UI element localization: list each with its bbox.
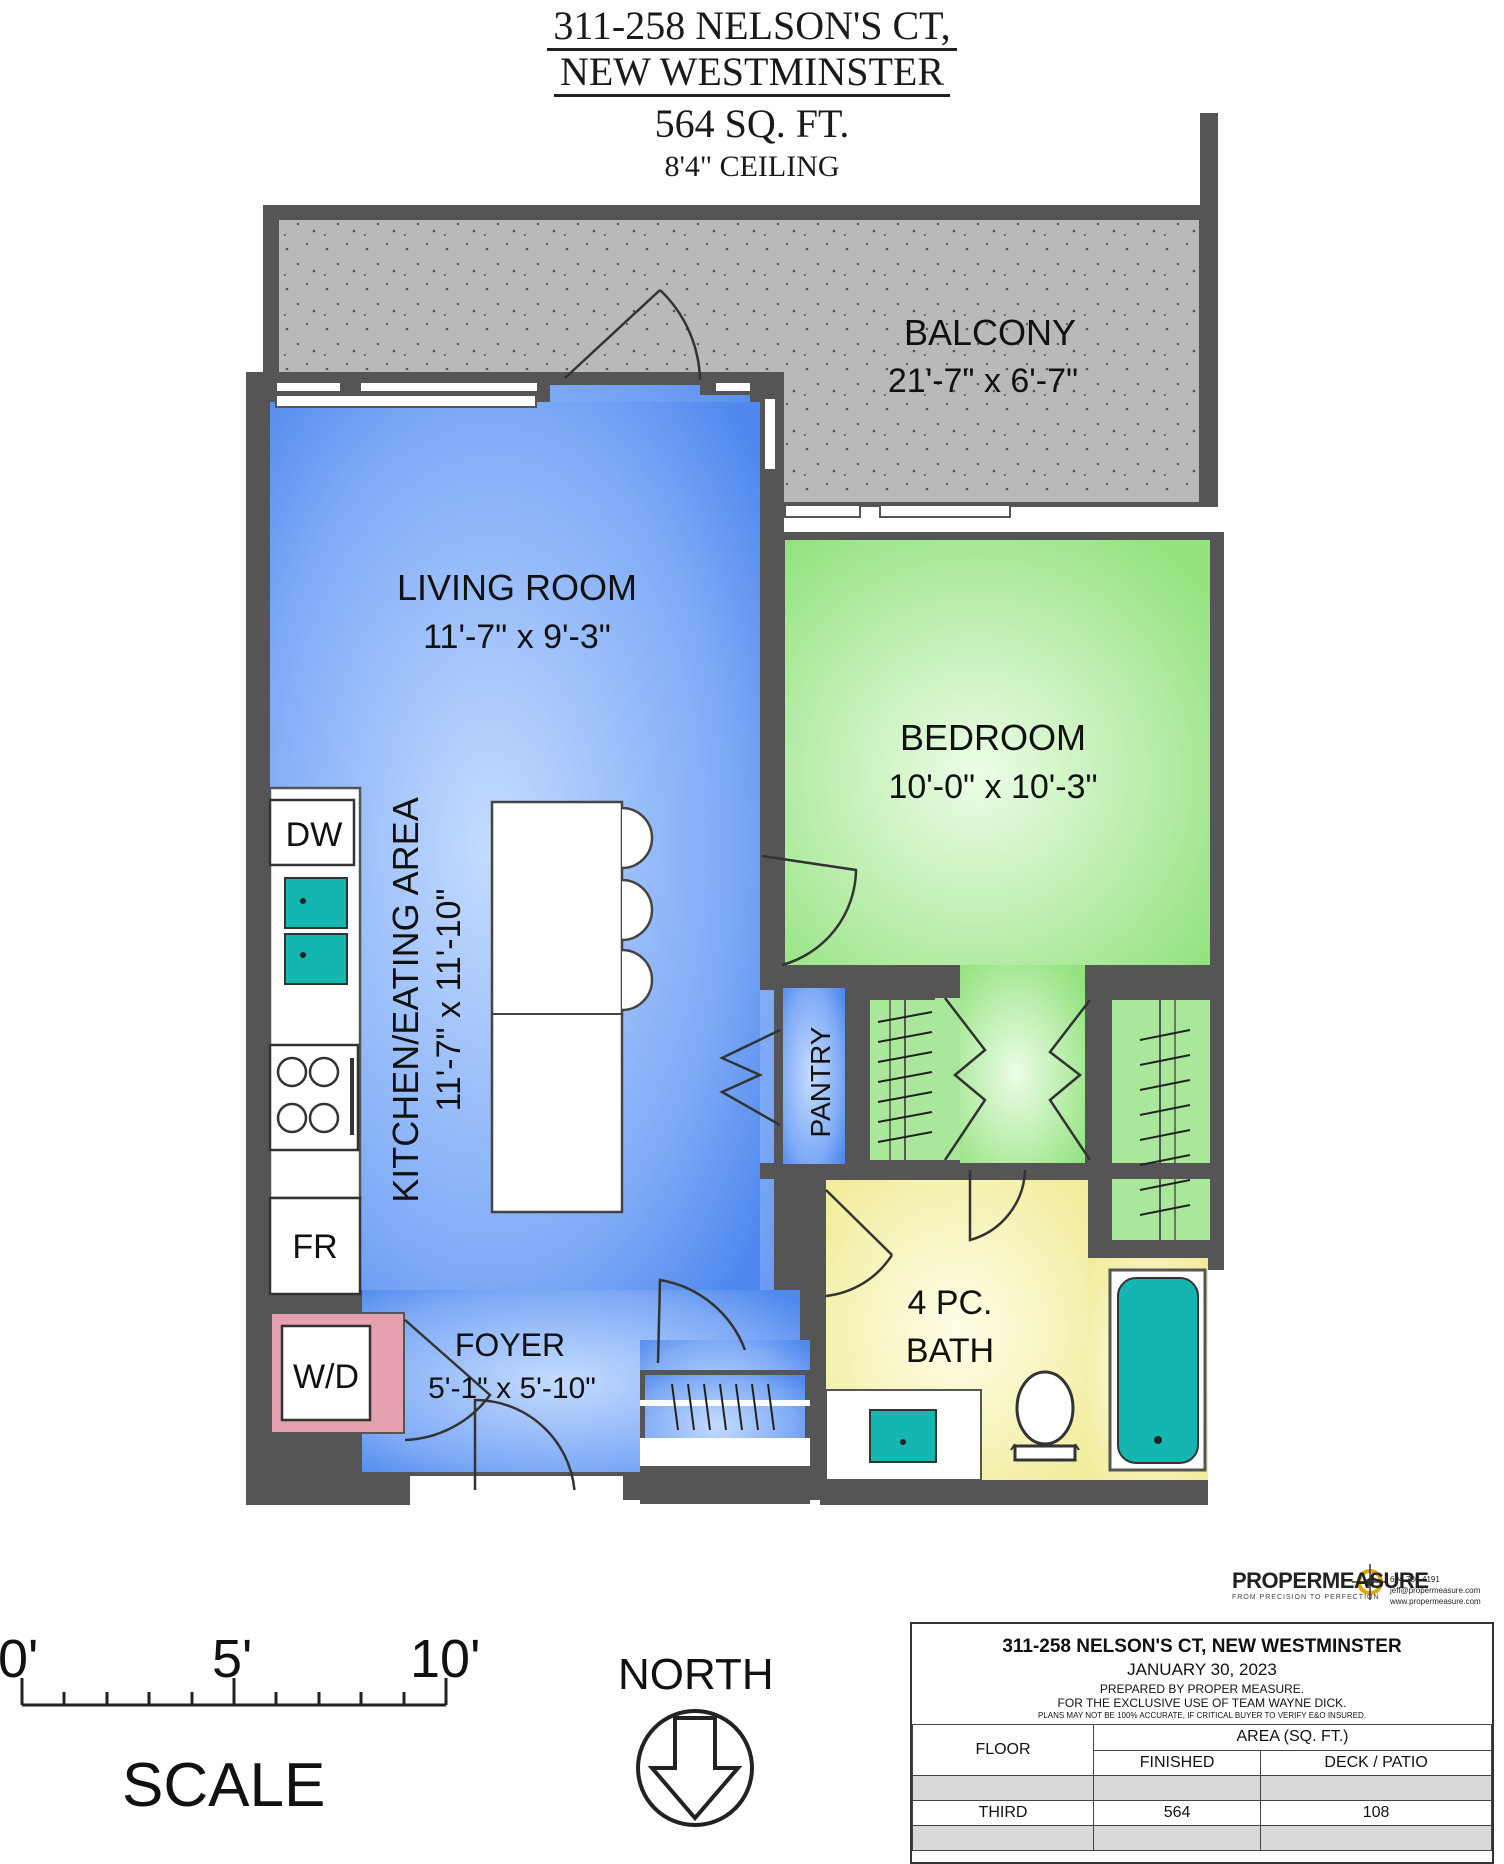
spacer-cell <box>1260 1775 1492 1801</box>
area-table: FLOOR AREA (SQ. FT.) FINISHED DECK / PAT… <box>912 1724 1492 1851</box>
title-block-prepared: PREPARED BY PROPER MEASURE. <box>1099 1682 1305 1696</box>
bedroom-dims: 10'-0" x 10'-3" <box>888 768 1097 806</box>
washer-dryer-label: W/D <box>293 1358 359 1396</box>
scale-bar <box>20 1678 448 1707</box>
title-block: 311-258 NELSON'S CT, NEW WESTMINSTER JAN… <box>910 1622 1494 1864</box>
contact-website: www.propermeasure.com <box>1390 1597 1481 1606</box>
total-area: 564 SQ. FT. <box>654 101 850 146</box>
spacer-cell <box>1092 1825 1262 1851</box>
company-logo: PROPERMEASURE FROM PRECISION TO PERFECTI… <box>1232 1568 1429 1601</box>
foyer-dims: 5'-1" x 5'-10" <box>428 1372 596 1405</box>
toilet <box>1015 1370 1075 1446</box>
kitchen-label: KITCHEN/EATING AREA <box>385 797 426 1202</box>
scale-label-5: 5' <box>212 1629 253 1689</box>
spacer-cell <box>1092 1775 1262 1801</box>
spacer-cell <box>1260 1825 1492 1851</box>
row-finished: 564 <box>1092 1800 1262 1826</box>
dishwasher <box>268 798 356 867</box>
col-deck: DECK / PATIO <box>1260 1749 1492 1776</box>
scale-title: SCALE <box>122 1751 326 1820</box>
bedroom <box>785 540 1210 965</box>
spacer-cell <box>912 1775 1094 1801</box>
bath-label-line1: 4 PC. <box>907 1284 992 1322</box>
bath-sink <box>869 1409 937 1463</box>
title-block-disclaimer: PLANS MAY NOT BE 100% ACCURATE, IF CRITI… <box>1037 1711 1367 1720</box>
balcony-label: BALCONY <box>904 312 1076 353</box>
washer-dryer <box>280 1324 372 1422</box>
row-deck: 108 <box>1260 1800 1492 1826</box>
living-room-label: LIVING ROOM <box>397 567 637 608</box>
spacer-cell <box>912 1825 1094 1851</box>
col-floor: FLOOR <box>912 1724 1094 1776</box>
scale-label-10: 10' <box>410 1629 481 1689</box>
bedroom-label: BEDROOM <box>900 717 1086 758</box>
foyer-label: FOYER <box>455 1327 565 1363</box>
entry-door <box>473 1398 577 1501</box>
kitchen-island <box>490 800 624 1214</box>
logo-tagline: FROM PRECISION TO PERFECTION <box>1232 1594 1380 1601</box>
pantry-label: PANTRY <box>805 1026 836 1137</box>
logo-target-icon <box>1352 1564 1388 1600</box>
address-line-1: 311-258 NELSON'S CT, <box>0 2 1504 51</box>
col-area: AREA (SQ. FT.) <box>1093 1724 1492 1751</box>
scale-label-0: 0' <box>0 1629 39 1689</box>
ceiling-height: 8'4" CEILING <box>664 150 840 183</box>
balcony-dims: 21'-7" x 6'-7" <box>888 362 1078 400</box>
kitchen-dims: 11'-7" x 11'-10" <box>430 889 468 1112</box>
title-block-exclusive: FOR THE EXCLUSIVE USE OF TEAM WAYNE DICK… <box>1057 1696 1347 1710</box>
north-label: NORTH <box>618 1650 774 1699</box>
fridge <box>268 1196 362 1296</box>
col-finished: FINISHED <box>1092 1749 1262 1776</box>
company-contact: 604-786-4191 jeff@propermeasure.com www.… <box>1390 1574 1481 1607</box>
logo-brand: PROPERMEASURE <box>1232 1568 1429 1593</box>
bathtub <box>1117 1277 1199 1464</box>
contact-email: jeff@propermeasure.com <box>1390 1586 1481 1595</box>
kitchen-sink-right <box>284 933 348 985</box>
address-line-2: NEW WESTMINSTER <box>0 48 1504 97</box>
title-block-date: JANUARY 30, 2023 <box>1127 1660 1277 1679</box>
title-block-address: 311-258 NELSON'S CT, NEW WESTMINSTER <box>1002 1636 1402 1657</box>
living-room-dims: 11'-7" x 9'-3" <box>423 618 611 656</box>
bath-label-line2: BATH <box>906 1332 994 1370</box>
kitchen-sink-left <box>284 877 348 929</box>
contact-phone: 604-786-4191 <box>1390 1575 1440 1584</box>
pantry <box>783 988 845 1164</box>
fridge-label: FR <box>292 1228 337 1266</box>
north-arrow-icon <box>636 1709 754 1827</box>
row-floor: THIRD <box>912 1800 1094 1826</box>
dishwasher-label: DW <box>286 816 343 854</box>
